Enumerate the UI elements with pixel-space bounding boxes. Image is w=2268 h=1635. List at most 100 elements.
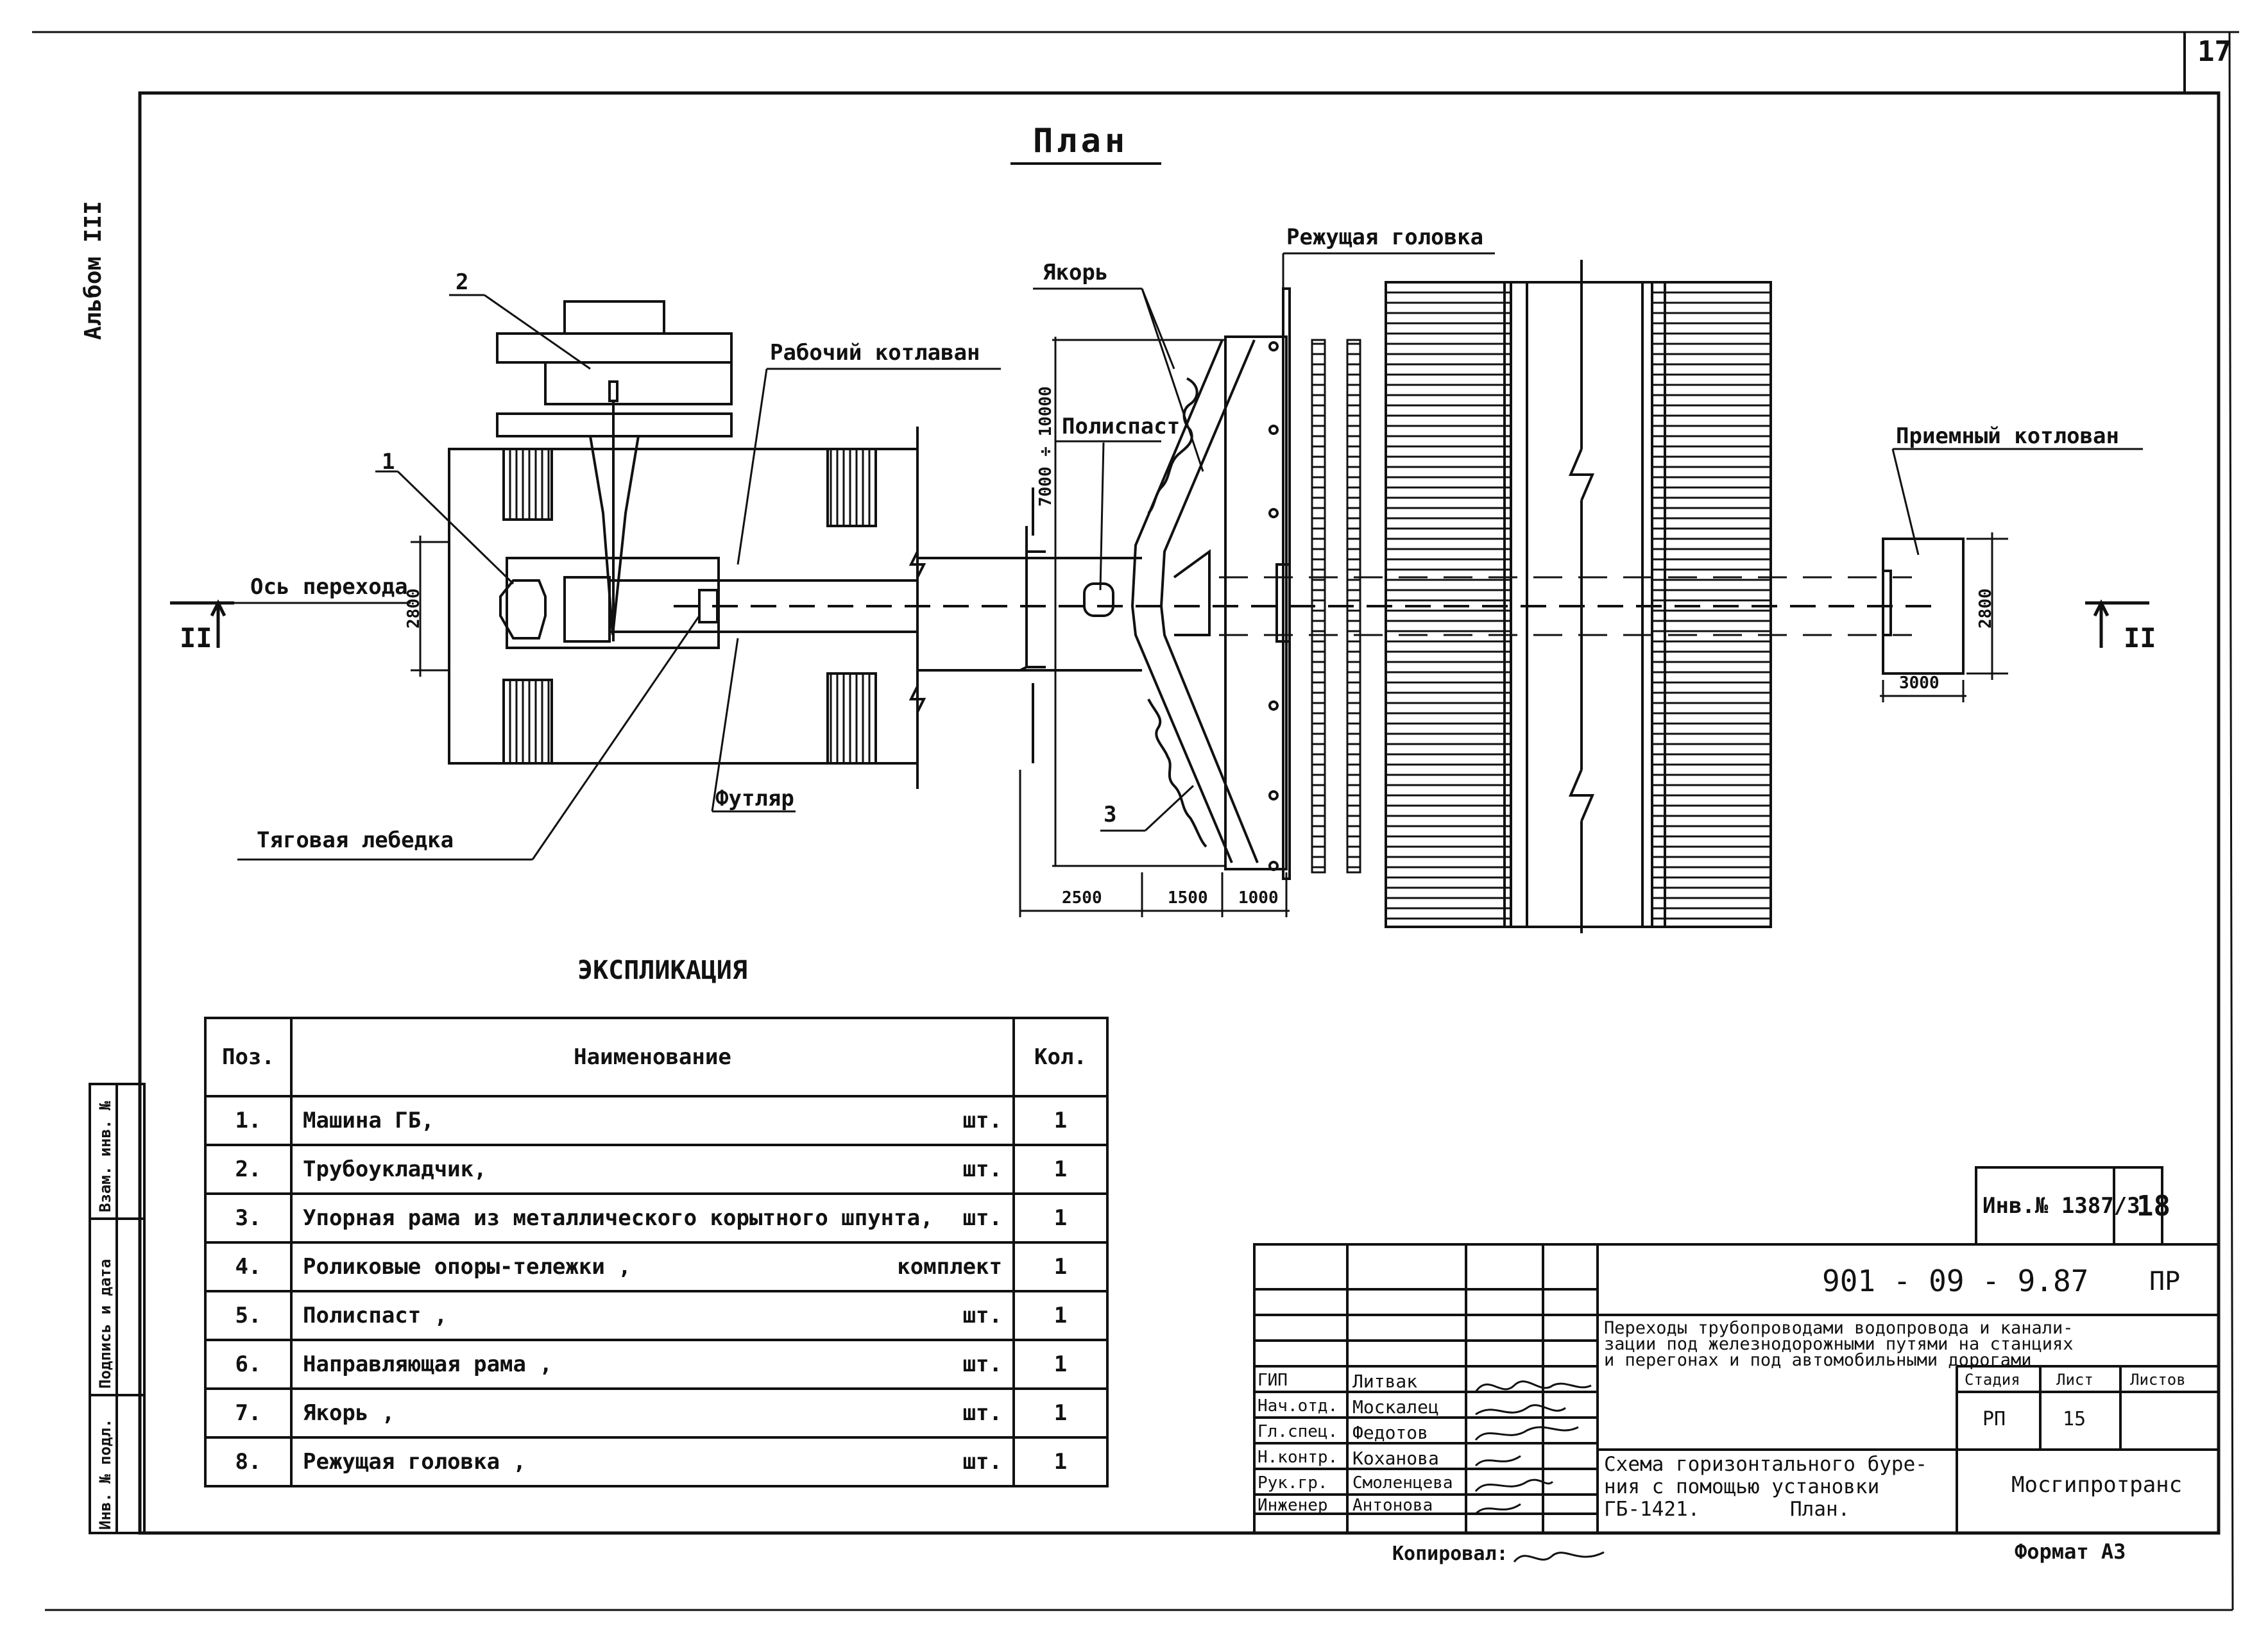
project-title-line-2: зации под железнодорожными путями на ста… bbox=[1604, 1334, 2074, 1354]
section-right-label: II bbox=[2124, 622, 2156, 654]
callout-3: 3 bbox=[1104, 802, 1117, 827]
row-name: Трубоукладчик, bbox=[303, 1156, 487, 1182]
anchor-label: Якорь bbox=[1043, 260, 1109, 285]
casing-label: Футляр bbox=[715, 786, 794, 811]
row-name: Режущая головка , bbox=[303, 1449, 526, 1475]
sign-name: Коханова bbox=[1352, 1448, 1439, 1469]
sign-name: Москалец bbox=[1352, 1396, 1439, 1418]
leader-lines bbox=[218, 162, 2143, 861]
stage-header: Стадия bbox=[1965, 1371, 2020, 1389]
dim-right-pit-width: 2800 bbox=[1976, 588, 1995, 629]
pulley-dimension bbox=[1019, 337, 1290, 917]
row-unit: шт. bbox=[962, 1303, 1002, 1328]
project-title-line-3: и перегонах и под автомобильными дорогам… bbox=[1604, 1350, 2032, 1370]
table-row: 1. Машина ГБ,шт. 1 bbox=[204, 1095, 1109, 1146]
document-code-suffix: ПР bbox=[2149, 1267, 2181, 1296]
row-name: Упорная рама из металлического корытного… bbox=[303, 1205, 934, 1231]
crossing-axis-label: Ось перехода bbox=[250, 574, 408, 600]
sign-role: Гл.спец. bbox=[1258, 1422, 1338, 1441]
dim-2500: 2500 bbox=[1062, 888, 1102, 908]
row-pos: 7. bbox=[204, 1387, 293, 1439]
sheets-header: Листов bbox=[2130, 1371, 2186, 1389]
row-name: Якорь , bbox=[303, 1400, 395, 1426]
page-number: 17 bbox=[2197, 35, 2231, 68]
table-row: 2. Трубоукладчик,шт. 1 bbox=[204, 1144, 1109, 1195]
row-name: Полиспаст , bbox=[303, 1303, 448, 1328]
sign-role: Рук.гр. bbox=[1258, 1473, 1328, 1493]
thrust-frame-drawing bbox=[1019, 287, 1291, 880]
table-row: 6. Направляющая рама , шт. 1 bbox=[204, 1339, 1109, 1390]
dim-left-pit-width: 2800 bbox=[404, 588, 423, 629]
callout-1: 1 bbox=[382, 449, 395, 475]
break-lines bbox=[908, 260, 1595, 933]
row-qty: 1 bbox=[1012, 1436, 1109, 1487]
drawing-title-line-3: ГБ-1421. bbox=[1604, 1498, 1700, 1521]
row-qty: 1 bbox=[1012, 1290, 1109, 1341]
row-pos: 5. bbox=[204, 1290, 293, 1341]
explication-header-row: Поз. Наименование Кол. bbox=[204, 1017, 1109, 1097]
callout-2: 2 bbox=[456, 269, 469, 295]
row-pos: 6. bbox=[204, 1339, 293, 1390]
row-qty: 1 bbox=[1012, 1192, 1109, 1244]
row-qty: 1 bbox=[1012, 1144, 1109, 1195]
project-title-line-1: Переходы трубопроводами водопровода и ка… bbox=[1604, 1318, 2074, 1338]
left-strip-sign-date: Подпись и дата bbox=[96, 1258, 114, 1389]
row-pos: 3. bbox=[204, 1192, 293, 1244]
row-unit: шт. bbox=[962, 1205, 1002, 1231]
explication-table: Поз. Наименование Кол. 1. Машина ГБ,шт. … bbox=[204, 1017, 1109, 1487]
row-unit: шт. bbox=[962, 1108, 1002, 1133]
row-qty: 1 bbox=[1012, 1339, 1109, 1390]
drawing-title-line-1: Схема горизонтального буре- bbox=[1604, 1453, 1927, 1476]
rail-1 bbox=[1311, 339, 1326, 874]
left-strip-inv-no: Инв. № подл. bbox=[96, 1418, 114, 1530]
row-qty: 1 bbox=[1012, 1387, 1109, 1439]
plan-title: План bbox=[1033, 122, 1129, 160]
inventory-number: Инв.№ 1387/3 bbox=[1982, 1193, 2140, 1219]
sign-role: Инженер bbox=[1258, 1496, 1328, 1515]
table-row: 3. Упорная рама из металлического корытн… bbox=[204, 1192, 1109, 1244]
dim-1000: 1000 bbox=[1238, 888, 1279, 908]
table-row: 8. Режущая головка ,шт. 1 bbox=[204, 1436, 1109, 1487]
sheet-value: 15 bbox=[2063, 1408, 2086, 1430]
title-block-frame bbox=[1253, 1166, 2220, 1534]
section-left-label: II bbox=[180, 622, 212, 654]
pulley-label: Полиспаст bbox=[1062, 414, 1181, 439]
left-pit-dimension bbox=[411, 536, 449, 677]
sheet-header: Лист bbox=[2056, 1371, 2093, 1389]
working-pit-drawing bbox=[448, 300, 1142, 765]
outer-frame bbox=[32, 31, 2239, 1611]
rail-2 bbox=[1346, 339, 1361, 874]
railway-tracks bbox=[1385, 281, 1772, 928]
explication-title: ЭКСПЛИКАЦИЯ bbox=[577, 956, 747, 985]
row-name: Машина ГБ, bbox=[303, 1108, 434, 1133]
cutting-head-label: Режущая головка bbox=[1286, 224, 1484, 250]
row-qty: 1 bbox=[1012, 1241, 1109, 1292]
sign-role: Н.контр. bbox=[1258, 1448, 1338, 1467]
row-unit: шт. bbox=[962, 1351, 1002, 1377]
sign-name: Литвак bbox=[1352, 1371, 1418, 1392]
row-unit: шт. bbox=[962, 1449, 1002, 1475]
sign-name: Смоленцева bbox=[1352, 1473, 1453, 1493]
sign-role: Нач.отд. bbox=[1258, 1396, 1338, 1416]
drawing-title-line-2: ния с помощью установки bbox=[1604, 1475, 1880, 1498]
left-strip bbox=[89, 1083, 146, 1534]
receiving-pit-drawing bbox=[1880, 532, 2008, 702]
winch-label: Тяговая лебедка bbox=[257, 827, 454, 853]
table-row: 5. Полиспаст , шт. 1 bbox=[204, 1290, 1109, 1341]
table-row: 7. Якорь ,шт. 1 bbox=[204, 1387, 1109, 1439]
sign-role: ГИП bbox=[1258, 1371, 1288, 1390]
left-strip-replaces: Взам. инв. № bbox=[96, 1101, 114, 1212]
row-qty: 1 bbox=[1012, 1095, 1109, 1146]
album-label: Альбом III bbox=[80, 201, 107, 340]
row-name: Направляющая рама , bbox=[303, 1351, 552, 1377]
row-unit: шт. bbox=[962, 1156, 1002, 1182]
sign-name: Федотов bbox=[1352, 1422, 1429, 1443]
header-qty: Кол. bbox=[1012, 1017, 1109, 1097]
table-row: 4. Роликовые опоры-тележки ,комплект 1 bbox=[204, 1241, 1109, 1292]
drawing-title-line-4: План. bbox=[1790, 1498, 1850, 1521]
stage-value: РП bbox=[1982, 1408, 2006, 1430]
dim-receiving-pit-length: 3000 bbox=[1899, 673, 1940, 693]
format-label: Формат А3 bbox=[2015, 1539, 2126, 1564]
document-code: 901 - 09 - 9.87 bbox=[1822, 1264, 2089, 1298]
row-pos: 4. bbox=[204, 1241, 293, 1292]
